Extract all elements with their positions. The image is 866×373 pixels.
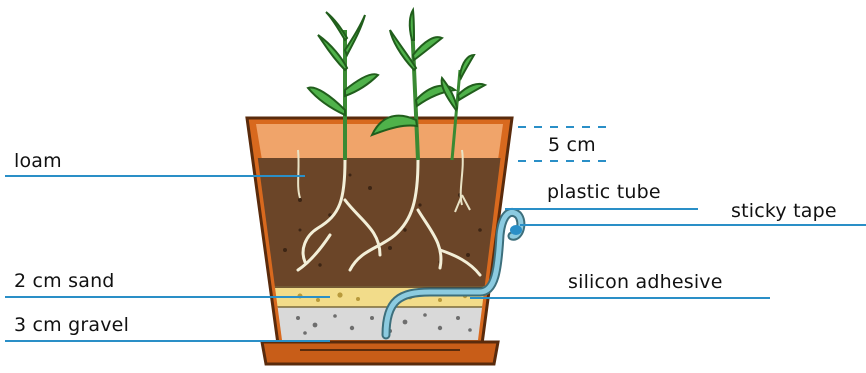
sticky-tape-mark <box>510 225 522 235</box>
label-plastic-tube: plastic tube <box>547 181 661 203</box>
label-silicon-adhesive: silicon adhesive <box>568 271 723 293</box>
label-sand: 2 cm sand <box>14 270 115 292</box>
label-loam: loam <box>14 150 62 172</box>
label-gravel: 3 cm gravel <box>14 314 129 336</box>
label-5cm: 5 cm <box>548 134 596 156</box>
label-sticky-tape: sticky tape <box>731 200 837 222</box>
loam-layer <box>240 158 520 288</box>
